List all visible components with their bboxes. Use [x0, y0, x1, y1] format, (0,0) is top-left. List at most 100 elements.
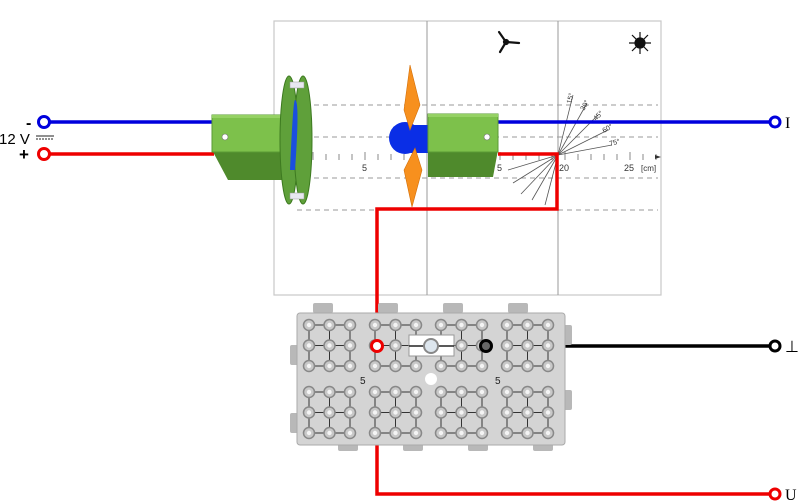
socket-hole	[347, 410, 353, 415]
terminal-current-label: I	[785, 115, 790, 132]
socket-hole	[545, 410, 551, 415]
socket-hole	[372, 430, 378, 436]
socket-hole	[327, 430, 332, 436]
socket-hole	[347, 322, 353, 328]
source-minus-terminal[interactable]	[37, 115, 51, 129]
terminal-ground-label: ⊥	[785, 339, 799, 356]
socket-hole	[504, 322, 510, 328]
minus-label: -	[26, 115, 31, 132]
angle-label: 75°	[608, 137, 620, 148]
terminal-ground[interactable]	[768, 339, 782, 353]
socket-hole	[327, 343, 332, 348]
terminal-current[interactable]	[768, 115, 782, 129]
socket-hole	[545, 389, 551, 395]
socket-hole	[347, 389, 353, 395]
angle-scale	[507, 94, 613, 206]
socket-hole	[545, 363, 551, 369]
socket-hole	[393, 322, 398, 328]
socket-hole	[438, 322, 444, 328]
socket-hole	[438, 389, 444, 395]
socket-hole	[372, 410, 378, 415]
motor-housing-right	[427, 113, 499, 177]
socket-hole	[479, 389, 485, 395]
socket-hole	[306, 343, 312, 348]
source-plus-terminal[interactable]	[37, 147, 51, 161]
dc-symbol	[36, 135, 54, 140]
bulb-icon	[423, 338, 439, 354]
socket-hole	[525, 389, 530, 395]
ruler-tick-label: 5	[362, 163, 367, 173]
socket-hole	[327, 322, 332, 328]
motor-housing-left	[211, 114, 283, 180]
socket-hole	[459, 322, 464, 328]
socket-hole	[347, 430, 353, 436]
socket-hole	[459, 343, 464, 348]
socket-hole	[479, 322, 485, 328]
socket-hole	[393, 363, 398, 369]
lamp-sun-icon	[629, 32, 651, 54]
socket-hole	[372, 322, 378, 328]
socket-hole	[479, 363, 485, 369]
socket-hole	[327, 363, 332, 369]
socket-hole	[347, 363, 353, 369]
plus-label: +	[19, 145, 29, 164]
socket-hole	[393, 389, 398, 395]
coil	[279, 75, 313, 205]
socket-hole	[413, 389, 419, 395]
socket-hole	[393, 430, 398, 436]
voltage-label: 12 V	[0, 131, 30, 148]
socket-hole	[306, 322, 312, 328]
socket-hole	[393, 343, 398, 348]
socket-hole	[372, 363, 378, 369]
socket-hole	[545, 343, 551, 348]
socket-hole	[306, 363, 312, 369]
socket-hole	[545, 322, 551, 328]
socket-hole	[504, 343, 510, 348]
socket-hole	[372, 389, 378, 395]
socket-hole	[413, 430, 419, 436]
socket-hole	[479, 410, 485, 415]
socket-hole	[306, 410, 312, 415]
socket-hole	[459, 389, 464, 395]
socket-hole	[459, 363, 464, 369]
socket-hole	[504, 389, 510, 395]
rotor	[389, 64, 430, 208]
socket-hole	[393, 410, 398, 415]
socket-hole	[413, 322, 419, 328]
socket-hole	[438, 410, 444, 415]
wind-rotor-icon	[497, 30, 521, 54]
socket-hole	[525, 410, 530, 415]
socket-hole	[525, 430, 530, 436]
socket-hole	[413, 410, 419, 415]
socket-hole	[438, 363, 444, 369]
socket-hole	[525, 343, 530, 348]
socket-hole	[479, 430, 485, 436]
breadboard: 5 5	[290, 303, 572, 451]
terminal-voltage-label: U	[785, 487, 797, 502]
terminal-voltage[interactable]	[768, 487, 782, 501]
socket-hole	[327, 410, 332, 415]
socket-hole	[306, 389, 312, 395]
socket-hole	[438, 430, 444, 436]
angle-label: 15°	[565, 92, 576, 104]
socket-hole	[306, 430, 312, 436]
breadboard-mark-left: 5	[360, 376, 366, 387]
socket-hole	[459, 410, 464, 415]
ruler-tick-label: 5	[497, 163, 502, 173]
socket-hole	[525, 363, 530, 369]
black-plug[interactable]	[479, 339, 493, 353]
socket-hole	[504, 430, 510, 436]
red-plug[interactable]	[370, 339, 384, 353]
socket-hole	[504, 363, 510, 369]
socket-hole	[347, 343, 353, 348]
socket-hole	[413, 363, 419, 369]
wire-red	[44, 152, 775, 496]
socket-hole	[459, 430, 464, 436]
breadboard-mark-right: 5	[495, 376, 501, 387]
socket-hole	[504, 410, 510, 415]
ruler-unit-label: [cm]	[641, 164, 656, 173]
socket-hole	[525, 322, 530, 328]
ruler-tick-label: 20	[559, 163, 569, 173]
ruler-tick-label: 25	[624, 163, 634, 173]
